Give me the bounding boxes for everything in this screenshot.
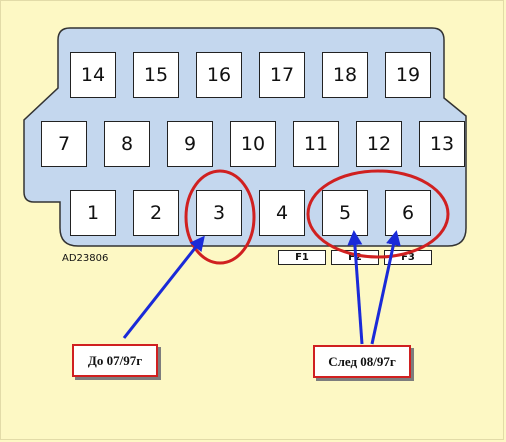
fuse-18: 18 [322,52,368,98]
fuse-12: 12 [356,121,402,167]
fuse-14: 14 [70,52,116,98]
fuse-6: 6 [385,190,431,236]
fuse-label-f2: F2 [331,250,379,265]
fuse-1: 1 [70,190,116,236]
fuse-10: 10 [230,121,276,167]
callout-after: След 08/97г [313,345,411,378]
fuse-4: 4 [259,190,305,236]
fuse-13: 13 [419,121,465,167]
fuse-15: 15 [133,52,179,98]
fuse-16: 16 [196,52,242,98]
fuse-7: 7 [41,121,87,167]
fuse-label-f1: F1 [278,250,326,265]
fuse-5: 5 [322,190,368,236]
fuse-9: 9 [167,121,213,167]
fuse-11: 11 [293,121,339,167]
fuse-3: 3 [196,190,242,236]
fuse-17: 17 [259,52,305,98]
diagram-code: AD23806 [62,253,109,264]
fuse-8: 8 [104,121,150,167]
fuse-19: 19 [385,52,431,98]
fuse-label-f3: F3 [384,250,432,265]
fuse-2: 2 [133,190,179,236]
callout-before: До 07/97г [72,344,158,377]
